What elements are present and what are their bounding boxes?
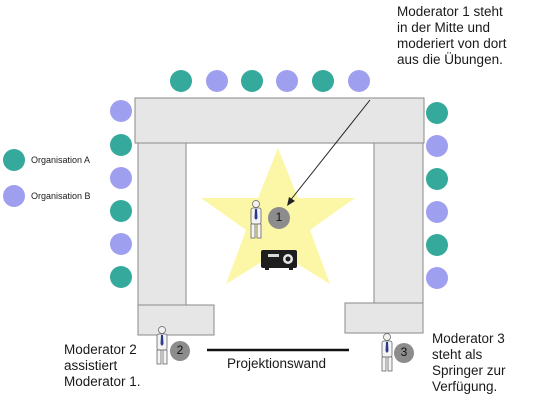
seat-org-a — [426, 102, 448, 124]
legend-swatch-org-b — [3, 185, 25, 207]
moderator1-badge-label: 1 — [275, 210, 283, 224]
seat-org-b — [348, 70, 370, 92]
seat-org-a — [241, 70, 263, 92]
projector-icon — [261, 250, 297, 270]
table-left-foot — [137, 304, 215, 336]
seat-org-a — [110, 134, 132, 156]
moderator2-annotation: Moderator 2 assistiert Moderator 1. — [64, 342, 141, 389]
moderator3-person-icon — [381, 333, 393, 372]
moderator1-arrow-head — [287, 197, 295, 206]
seat-org-b — [206, 70, 228, 92]
seat-org-b — [426, 201, 448, 223]
legend-label-org-b: Organisation B — [31, 191, 91, 201]
table-left — [137, 142, 187, 306]
table-right — [373, 142, 424, 304]
seat-org-b — [110, 167, 132, 189]
seats-top — [170, 70, 370, 92]
moderator3-badge — [394, 343, 414, 363]
moderator3-badge-label: 3 — [400, 345, 408, 359]
seat-org-a — [110, 200, 132, 222]
legend-swatch-org-a — [3, 149, 25, 171]
moderator1-annotation: Moderator 1 steht in der Mitte und moder… — [397, 4, 507, 67]
moderator2-badge-label: 2 — [176, 343, 184, 357]
moderator1-arrow-line — [288, 99, 371, 203]
moderator2-person-icon — [156, 326, 168, 365]
seat-org-a — [312, 70, 334, 92]
seat-org-b — [110, 100, 132, 122]
seats-right — [426, 102, 448, 289]
table-top — [134, 97, 425, 144]
seats-left — [110, 100, 132, 288]
table-right-foot — [344, 302, 424, 334]
moderator2-badge — [170, 341, 190, 361]
legend-label-org-a: Organisation A — [31, 155, 91, 165]
seat-org-a — [426, 168, 448, 190]
seat-org-a — [426, 234, 448, 256]
seat-org-a — [170, 70, 192, 92]
table-layout — [134, 97, 425, 336]
seat-org-a — [110, 266, 132, 288]
seat-org-b — [426, 267, 448, 289]
seat-org-b — [110, 233, 132, 255]
moderator1-badge — [268, 207, 290, 229]
seat-org-b — [426, 135, 448, 157]
moderator3-annotation: Moderator 3 steht als Springer zur Verfü… — [432, 331, 506, 394]
projection-wall-label: Projektionswand — [227, 356, 327, 371]
moderator1-person-icon — [250, 200, 262, 239]
seat-org-b — [276, 70, 298, 92]
